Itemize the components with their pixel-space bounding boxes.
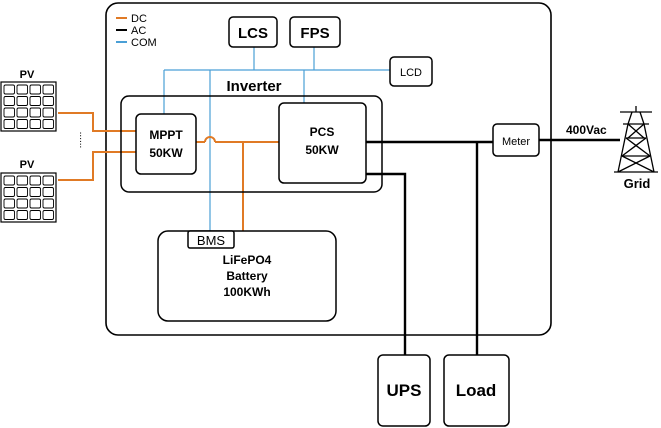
battery-label-line2: Battery bbox=[226, 269, 268, 283]
pv-cell bbox=[16, 175, 28, 186]
legend: DC AC COM bbox=[116, 13, 157, 49]
battery-label-line3: 100KWh bbox=[223, 285, 270, 299]
pv-cell bbox=[16, 198, 28, 209]
pv-cell bbox=[42, 210, 54, 220]
pv-cell bbox=[29, 84, 41, 95]
grid-voltage-label: 400Vac bbox=[566, 123, 607, 137]
bms-box bbox=[187, 230, 235, 249]
pv-cell bbox=[3, 96, 15, 106]
pv-cell bbox=[3, 107, 15, 118]
pv-panel-bottom bbox=[0, 172, 57, 223]
pv-cell bbox=[42, 84, 54, 95]
legend-com-label: COM bbox=[131, 37, 157, 49]
meter-box bbox=[492, 123, 540, 157]
pv-top-label: PV bbox=[20, 69, 35, 81]
lcs-label: LCS bbox=[238, 25, 268, 42]
pv-cell bbox=[16, 119, 28, 129]
pv-cell bbox=[29, 187, 41, 197]
pv-cell bbox=[3, 187, 15, 197]
pv-cell bbox=[3, 198, 15, 209]
meter-label: Meter bbox=[502, 136, 530, 148]
pv-cell bbox=[42, 198, 54, 209]
fps-label: FPS bbox=[300, 25, 329, 42]
bms-label: BMS bbox=[197, 233, 226, 248]
pcs-box bbox=[278, 102, 367, 184]
pcs-label-line2: 50KW bbox=[305, 143, 339, 157]
mppt-box bbox=[135, 113, 197, 175]
pv-cell bbox=[29, 198, 41, 209]
inverter-box bbox=[120, 95, 383, 193]
ups-box bbox=[377, 354, 431, 427]
pv-cell bbox=[29, 96, 41, 106]
pv-cell bbox=[3, 175, 15, 186]
pv-cell bbox=[42, 187, 54, 197]
pv-cell bbox=[3, 210, 15, 220]
ups-label: UPS bbox=[387, 381, 422, 400]
legend-dc-label: DC bbox=[131, 13, 147, 25]
pv-cell bbox=[16, 210, 28, 220]
com-wiring bbox=[163, 47, 400, 231]
pv-cell bbox=[42, 107, 54, 118]
pv-cell bbox=[16, 187, 28, 197]
lcs-box bbox=[228, 16, 278, 48]
legend-ac-label: AC bbox=[131, 25, 146, 37]
load-label: Load bbox=[456, 381, 497, 400]
pv-cell bbox=[29, 107, 41, 118]
pv-cell bbox=[42, 119, 54, 129]
mppt-label-line2: 50KW bbox=[149, 146, 183, 160]
mppt-label-line1: MPPT bbox=[149, 128, 183, 142]
fps-box bbox=[289, 16, 341, 48]
pv-cell bbox=[42, 175, 54, 186]
ac-wiring bbox=[366, 138, 620, 355]
battery-box bbox=[157, 230, 337, 322]
grid-label: Grid bbox=[624, 176, 651, 191]
pv-cell bbox=[29, 119, 41, 129]
pcs-label-line1: PCS bbox=[310, 125, 335, 139]
system-enclosure bbox=[105, 2, 552, 336]
pv-cell bbox=[29, 175, 41, 186]
pv-cell bbox=[29, 210, 41, 220]
pv-cell bbox=[16, 84, 28, 95]
inverter-title: Inverter bbox=[226, 78, 281, 95]
battery-label-line1: LiFePO4 bbox=[223, 253, 272, 267]
pv-cell bbox=[3, 84, 15, 95]
load-box bbox=[443, 354, 510, 427]
lcd-label: LCD bbox=[400, 67, 422, 79]
pv-ellipsis: ...... bbox=[77, 132, 88, 149]
pv-panel-top bbox=[0, 81, 57, 132]
pv-cell bbox=[3, 119, 15, 129]
pv-cell bbox=[16, 107, 28, 118]
pv-cell bbox=[42, 96, 54, 106]
lcd-box bbox=[389, 56, 433, 87]
transmission-tower-icon bbox=[614, 106, 658, 173]
pv-cell bbox=[16, 96, 28, 106]
pv-bottom-label: PV bbox=[20, 159, 35, 171]
